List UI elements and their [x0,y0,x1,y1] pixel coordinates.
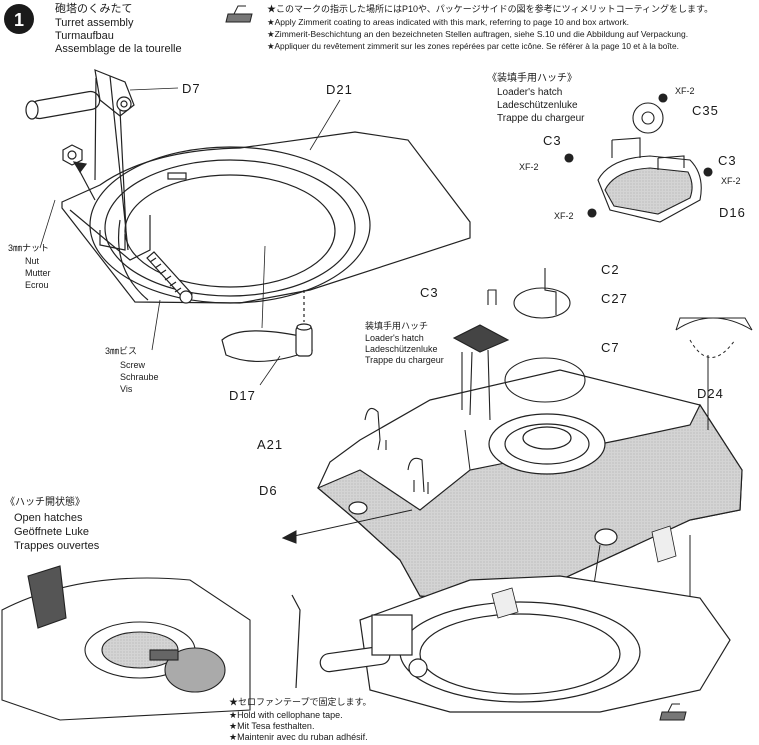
hatch-parts-inline [452,268,586,421]
screw-part [146,251,193,304]
turret-ring-lower [291,575,731,713]
nut-label-fr: Ecrou [25,280,49,290]
handle-parts-a21 [364,407,429,494]
loaders-hatch-inline-jp: 装填手用ハッチ [365,321,429,331]
screw-label-en: Screw [120,360,146,370]
part-label-c35: C35 [692,103,719,118]
nut-label-en: Nut [25,256,40,266]
zimmerit-icon [225,5,687,721]
part-label-c3-top: C3 [543,133,562,148]
note-de: ★Zimmerit-Beschichtung an den bezeichnet… [267,29,689,39]
part-label-d21: D21 [326,82,353,97]
nut-part [62,144,96,201]
part-label-d16: D16 [719,205,746,220]
part-label-d6: D6 [259,483,278,498]
open-hatches-jp: 《ハッチ開状態》 [5,497,85,508]
note-fr: ★Appliquer du revêtement zimmerit sur le… [267,41,679,51]
loaders-hatch-title-fr: Trappe du chargeur [497,113,585,124]
screw-label-de: Schraube [120,372,159,382]
part-label-c2: C2 [601,262,620,277]
leader-lines [39,87,341,386]
nut-label-jp: 3㎜ナット [8,243,50,253]
paint-label-xf2-top: XF-2 [675,86,695,96]
part-label-d24: D24 [697,386,724,401]
part-label-d7: D7 [182,81,201,96]
screw-label-jp: 3㎜ビス [105,346,138,356]
open-hatches-fr: Trappes ouvertes [14,540,100,552]
step-title-jp: 砲塔のくみたて [55,3,133,15]
lever-part-d7 [25,69,135,251]
periscope-part-d24 [675,317,753,358]
step-badge [4,4,34,34]
loaders-hatch-inline-de: Ladeschützenluke [365,344,438,354]
open-hatches-de: Geöffnete Luke [14,526,90,538]
open-hatches-en: Open hatches [14,512,83,524]
crank-part-d17 [221,290,314,362]
turret-body-d6 [316,369,743,601]
loaders-hatch-inline-fr: Trappe du chargeur [365,355,444,365]
part-label-c27: C27 [601,291,628,306]
tape-note-de: ★Mit Tesa festhalten. [229,721,315,731]
loaders-hatch-inline-en: Loader's hatch [365,333,424,343]
nut-label-de: Mutter [25,268,51,278]
loaders-hatch-title-en: Loader's hatch [497,87,563,98]
step-title-fr: Assemblage de la tourelle [55,43,182,55]
loaders-hatch-title-jp: 《装填手用ハッチ》 [487,73,577,84]
part-label-a21: A21 [257,437,284,452]
step-number: 1 [13,10,24,30]
step-title-en: Turret assembly [55,17,134,29]
turret-ring-part-d21 [61,131,471,304]
note-jp: ★このマークの指示した場所にはP10や、パッケージサイドの図を参考にツィメリット… [267,4,714,14]
paint-label-xf2-right: XF-2 [721,176,741,186]
note-en: ★Apply Zimmerit coating to areas indicat… [267,17,629,27]
step-title-de: Turmaufbau [55,30,114,42]
part-label-c3-right: C3 [718,153,737,168]
tape-pieces [491,525,677,619]
tape-note-fr: ★Maintenir avec du ruban adhésif. [229,732,368,742]
tape-note-en: ★Hold with cellophane tape. [229,710,343,720]
paint-label-xf2-bottom: XF-2 [554,211,574,221]
screw-label-fr: Vis [120,384,133,394]
paint-label-xf2-left: XF-2 [519,162,539,172]
part-label-d17: D17 [229,388,256,403]
part-label-c3-inline: C3 [420,285,439,300]
part-label-c7: C7 [601,340,620,355]
loaders-hatch-title-de: Ladeschützenluke [497,100,578,111]
open-hatches-inset [1,565,251,721]
tape-note-jp: ★セロファンテープで固定します。 [229,697,372,707]
loaders-hatch-exploded [564,93,713,223]
